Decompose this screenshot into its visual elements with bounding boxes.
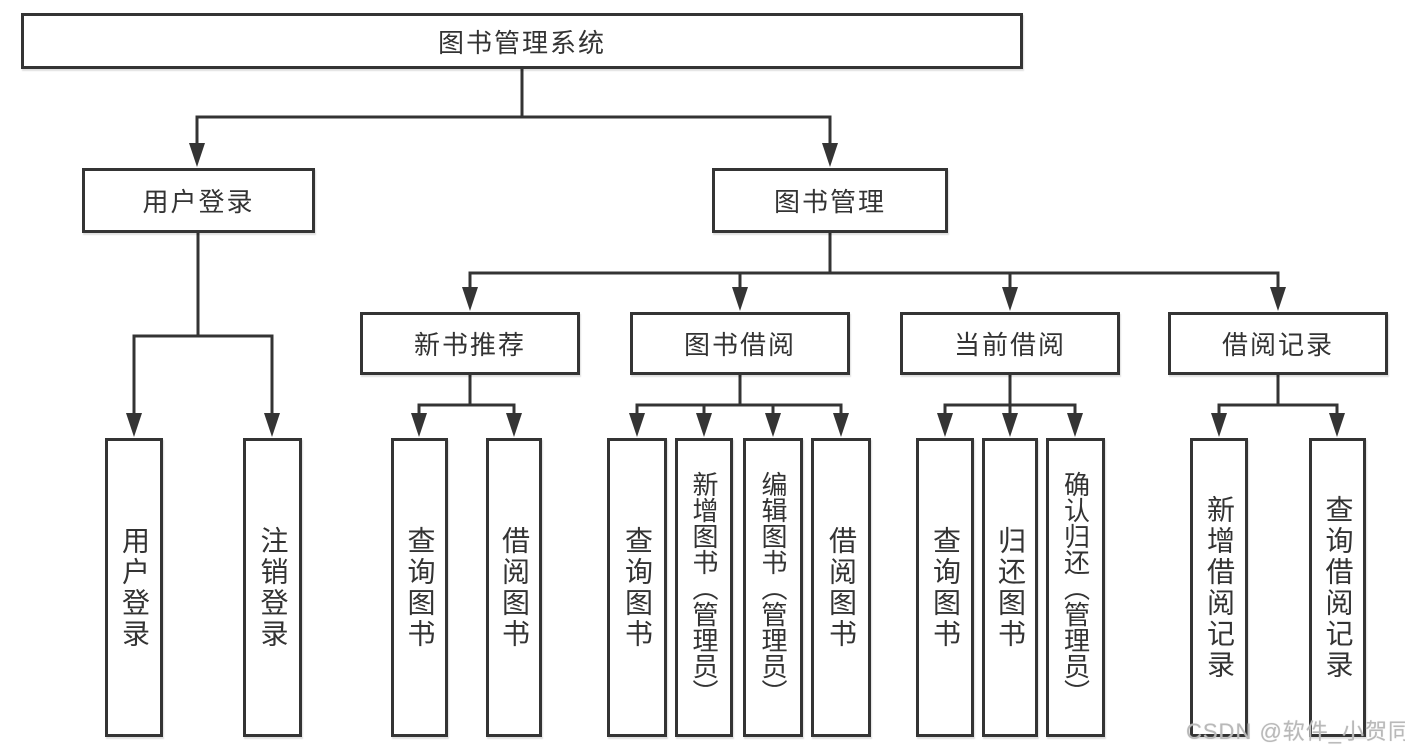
connector-paths — [132, 69, 1339, 420]
arrow-down-icon — [1270, 287, 1286, 311]
arrow-down-icon — [462, 287, 478, 311]
node-book-borrowing: 图书借阅 — [630, 312, 850, 375]
leaf-label: 查询图书 — [930, 525, 961, 650]
arrow-down-icon — [629, 413, 645, 437]
arrow-down-icon — [696, 413, 712, 437]
leaf-label: 归还图书 — [995, 525, 1026, 650]
leaf-query-books-recommend: 查询图书 — [391, 438, 448, 737]
leaf-label: 查询借阅记录 — [1322, 494, 1354, 681]
arrow-down-icon — [126, 413, 142, 437]
node-label: 图书借阅 — [683, 330, 796, 360]
arrow-down-icon — [1067, 413, 1083, 437]
arrow-down-icon — [732, 287, 748, 311]
arrow-down-icon — [833, 413, 849, 437]
leaf-label: 确认归还（管理员） — [1060, 470, 1091, 705]
arrow-down-icon — [506, 413, 522, 437]
leaf-borrow-books-recommend: 借阅图书 — [486, 438, 542, 737]
leaf-borrow-books: 借阅图书 — [811, 438, 871, 737]
leaf-label: 新增图书（管理员） — [689, 470, 719, 705]
arrow-down-icon — [411, 413, 427, 437]
node-label: 当前借阅 — [953, 330, 1066, 360]
leaf-edit-books-admin: 编辑图书（管理员） — [743, 438, 803, 737]
node-book-management: 图书管理 — [712, 168, 948, 233]
watermark: CSDN @软件_小贺同学 — [1186, 719, 1405, 744]
leaf-query-books-current: 查询图书 — [916, 438, 974, 737]
leaf-label: 注销登录 — [257, 525, 289, 650]
leaf-label: 借阅图书 — [826, 525, 857, 650]
node-label: 新书推荐 — [413, 330, 526, 360]
leaf-add-books-admin: 新增图书（管理员） — [675, 438, 733, 737]
node-label: 图书管理 — [773, 187, 886, 217]
node-root-library-system: 图书管理系统 — [21, 13, 1023, 69]
arrow-down-icon — [1329, 413, 1345, 437]
arrow-down-icon — [264, 413, 280, 437]
leaf-logout: 注销登录 — [243, 438, 302, 737]
node-label: 用户登录 — [142, 187, 255, 217]
arrow-down-icon — [937, 413, 953, 437]
node-user-login: 用户登录 — [82, 168, 315, 233]
leaf-query-borrow-record: 查询借阅记录 — [1309, 438, 1366, 737]
arrow-down-icon — [765, 413, 781, 437]
leaf-label: 借阅图书 — [499, 525, 530, 650]
node-label: 借阅记录 — [1221, 330, 1334, 360]
arrowheads — [126, 143, 1345, 437]
arrow-down-icon — [822, 143, 838, 167]
leaf-label: 编辑图书（管理员） — [758, 470, 788, 705]
node-label: 图书管理系统 — [437, 27, 606, 58]
leaf-return-books: 归还图书 — [982, 438, 1038, 737]
leaf-label: 查询图书 — [404, 525, 436, 650]
node-borrowing-records: 借阅记录 — [1168, 312, 1388, 375]
leaf-confirm-return-admin: 确认归还（管理员） — [1046, 438, 1105, 737]
leaf-query-books-borrowing: 查询图书 — [607, 438, 667, 737]
arrow-down-icon — [1002, 287, 1018, 311]
arrow-down-icon — [189, 143, 205, 167]
leaf-label: 查询图书 — [622, 525, 653, 650]
leaf-user-login: 用户登录 — [105, 438, 163, 737]
leaf-label: 新增借阅记录 — [1204, 494, 1235, 681]
arrow-down-icon — [1002, 413, 1018, 437]
node-current-borrowing: 当前借阅 — [900, 312, 1120, 375]
arrow-down-icon — [1211, 413, 1227, 437]
node-new-book-recommend: 新书推荐 — [360, 312, 580, 375]
leaf-add-borrow-record: 新增借阅记录 — [1190, 438, 1248, 737]
leaf-label: 用户登录 — [119, 525, 150, 650]
